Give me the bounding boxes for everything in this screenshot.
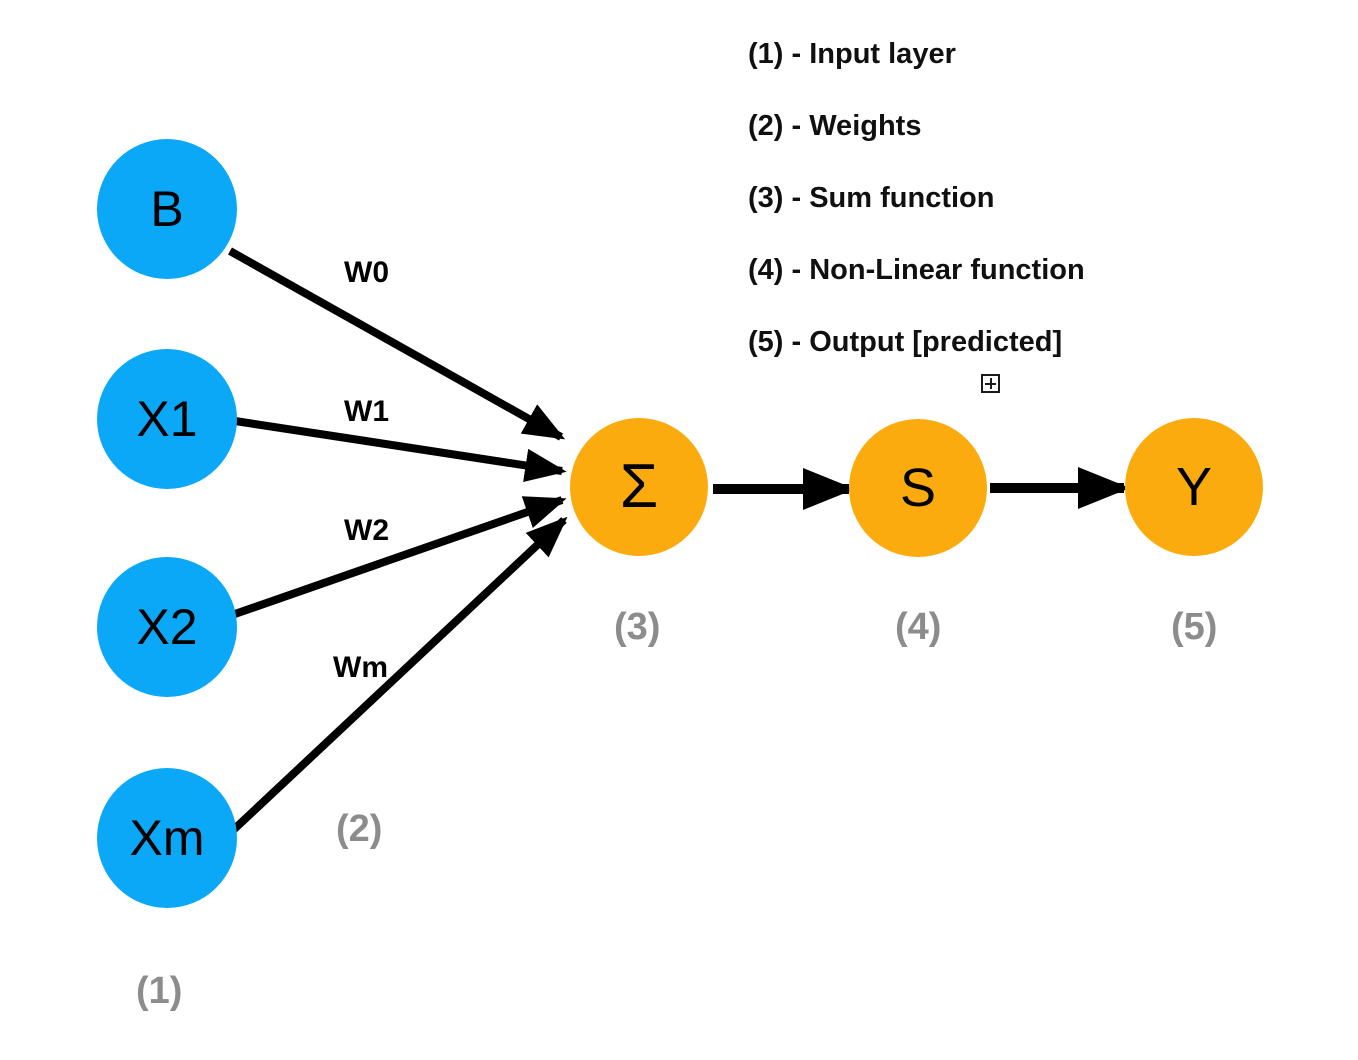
edge-bias-to-sum <box>228 247 566 441</box>
node-x1[interactable]: X1 <box>97 349 237 489</box>
legend-item-1: (1) - Input layer <box>748 38 956 70</box>
edge-xm-to-sum <box>225 516 568 838</box>
weight-label-wm: Wm <box>333 651 388 684</box>
node-xm-label: Xm <box>129 810 205 866</box>
weight-label-w1: W1 <box>344 395 389 428</box>
box-plus-icon <box>981 374 1000 393</box>
node-bias-label: B <box>150 181 184 237</box>
node-output[interactable]: Y <box>1125 418 1263 556</box>
group-label-1: (1) <box>136 970 183 1012</box>
legend-item-3: (3) - Sum function <box>748 182 995 214</box>
node-output-label: Y <box>1175 457 1213 517</box>
node-activation-label: S <box>899 458 937 518</box>
legend-item-2: (2) - Weights <box>748 110 922 142</box>
node-x2[interactable]: X2 <box>97 557 237 697</box>
node-xm[interactable]: Xm <box>97 768 237 908</box>
edge-x1-to-sum <box>234 417 567 483</box>
node-sum-label: Σ <box>619 452 659 521</box>
group-label-4: (4) <box>895 606 942 648</box>
node-x1-label: X1 <box>136 391 198 447</box>
node-activation[interactable]: S <box>849 419 987 557</box>
legend-item-5: (5) - Output [predicted] <box>748 326 1063 358</box>
node-bias[interactable]: B <box>97 139 237 279</box>
node-x2-label: X2 <box>136 599 198 655</box>
node-sum[interactable]: Σ <box>570 418 708 556</box>
edge-x2-to-sum <box>230 496 567 619</box>
group-label-2: (2) <box>336 808 383 850</box>
group-label-3: (3) <box>614 606 661 648</box>
weight-label-w0: W0 <box>344 256 389 289</box>
group-label-5: (5) <box>1171 606 1218 648</box>
weight-label-w2: W2 <box>344 514 389 547</box>
legend-item-4: (4) - Non-Linear function <box>748 254 1085 286</box>
legend: (1) - Input layer (2) - Weights (3) - Su… <box>748 40 1228 357</box>
